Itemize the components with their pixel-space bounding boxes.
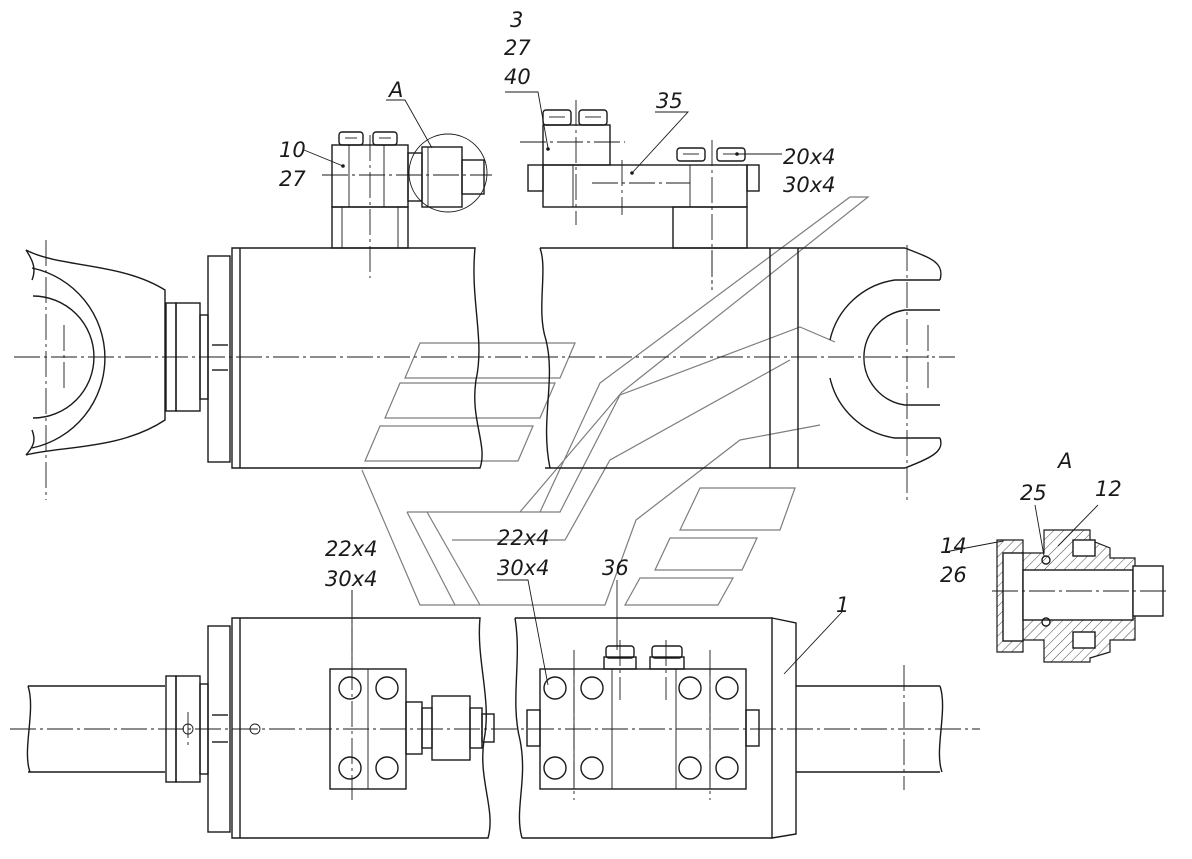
label-bolts-30x4-left: 30x4 [325, 567, 378, 591]
detail-A [992, 529, 1170, 663]
label-part-14: 14 [940, 534, 967, 558]
label-part-36: 36 [602, 556, 629, 580]
label-part-12: 12 [1095, 477, 1122, 501]
right-valve-block [520, 100, 760, 290]
label-part-10: 10 [279, 138, 306, 162]
left-valve-block [322, 131, 492, 278]
cylinder-body-left [207, 247, 483, 469]
label-part-35: 35 [656, 89, 683, 113]
right-bolt-plate [526, 640, 760, 800]
right-fork [829, 245, 942, 500]
part-labels: 3 27 40 A 35 10 27 20x4 30x4 22x4 30x4 2… [279, 8, 1122, 617]
top-view [14, 100, 955, 500]
cylinder-body-right [539, 247, 905, 469]
label-part-25: 25 [1020, 481, 1047, 505]
label-part-1: 1 [836, 593, 849, 617]
label-part-27-top: 27 [504, 36, 531, 60]
label-detail-A-title: A [1056, 449, 1072, 473]
label-bolts-30x4-top: 30x4 [783, 173, 836, 197]
label-bolts-22x4-mid: 22x4 [497, 526, 550, 550]
label-part-27-left: 27 [279, 167, 306, 191]
label-bolts-30x4-mid: 30x4 [497, 556, 550, 580]
bottom-view [10, 590, 980, 839]
label-bolts-22x4-left: 22x4 [325, 537, 378, 561]
label-part-26: 26 [940, 563, 967, 587]
leader-lines [303, 91, 1099, 686]
label-part-3: 3 [510, 8, 523, 32]
watermark-logo [361, 196, 870, 606]
left-bolt-plate [329, 590, 495, 800]
label-bolts-20x4: 20x4 [783, 145, 836, 169]
label-view-A-marker: A [387, 78, 403, 102]
left-fork [25, 240, 209, 500]
label-part-40: 40 [504, 65, 531, 89]
